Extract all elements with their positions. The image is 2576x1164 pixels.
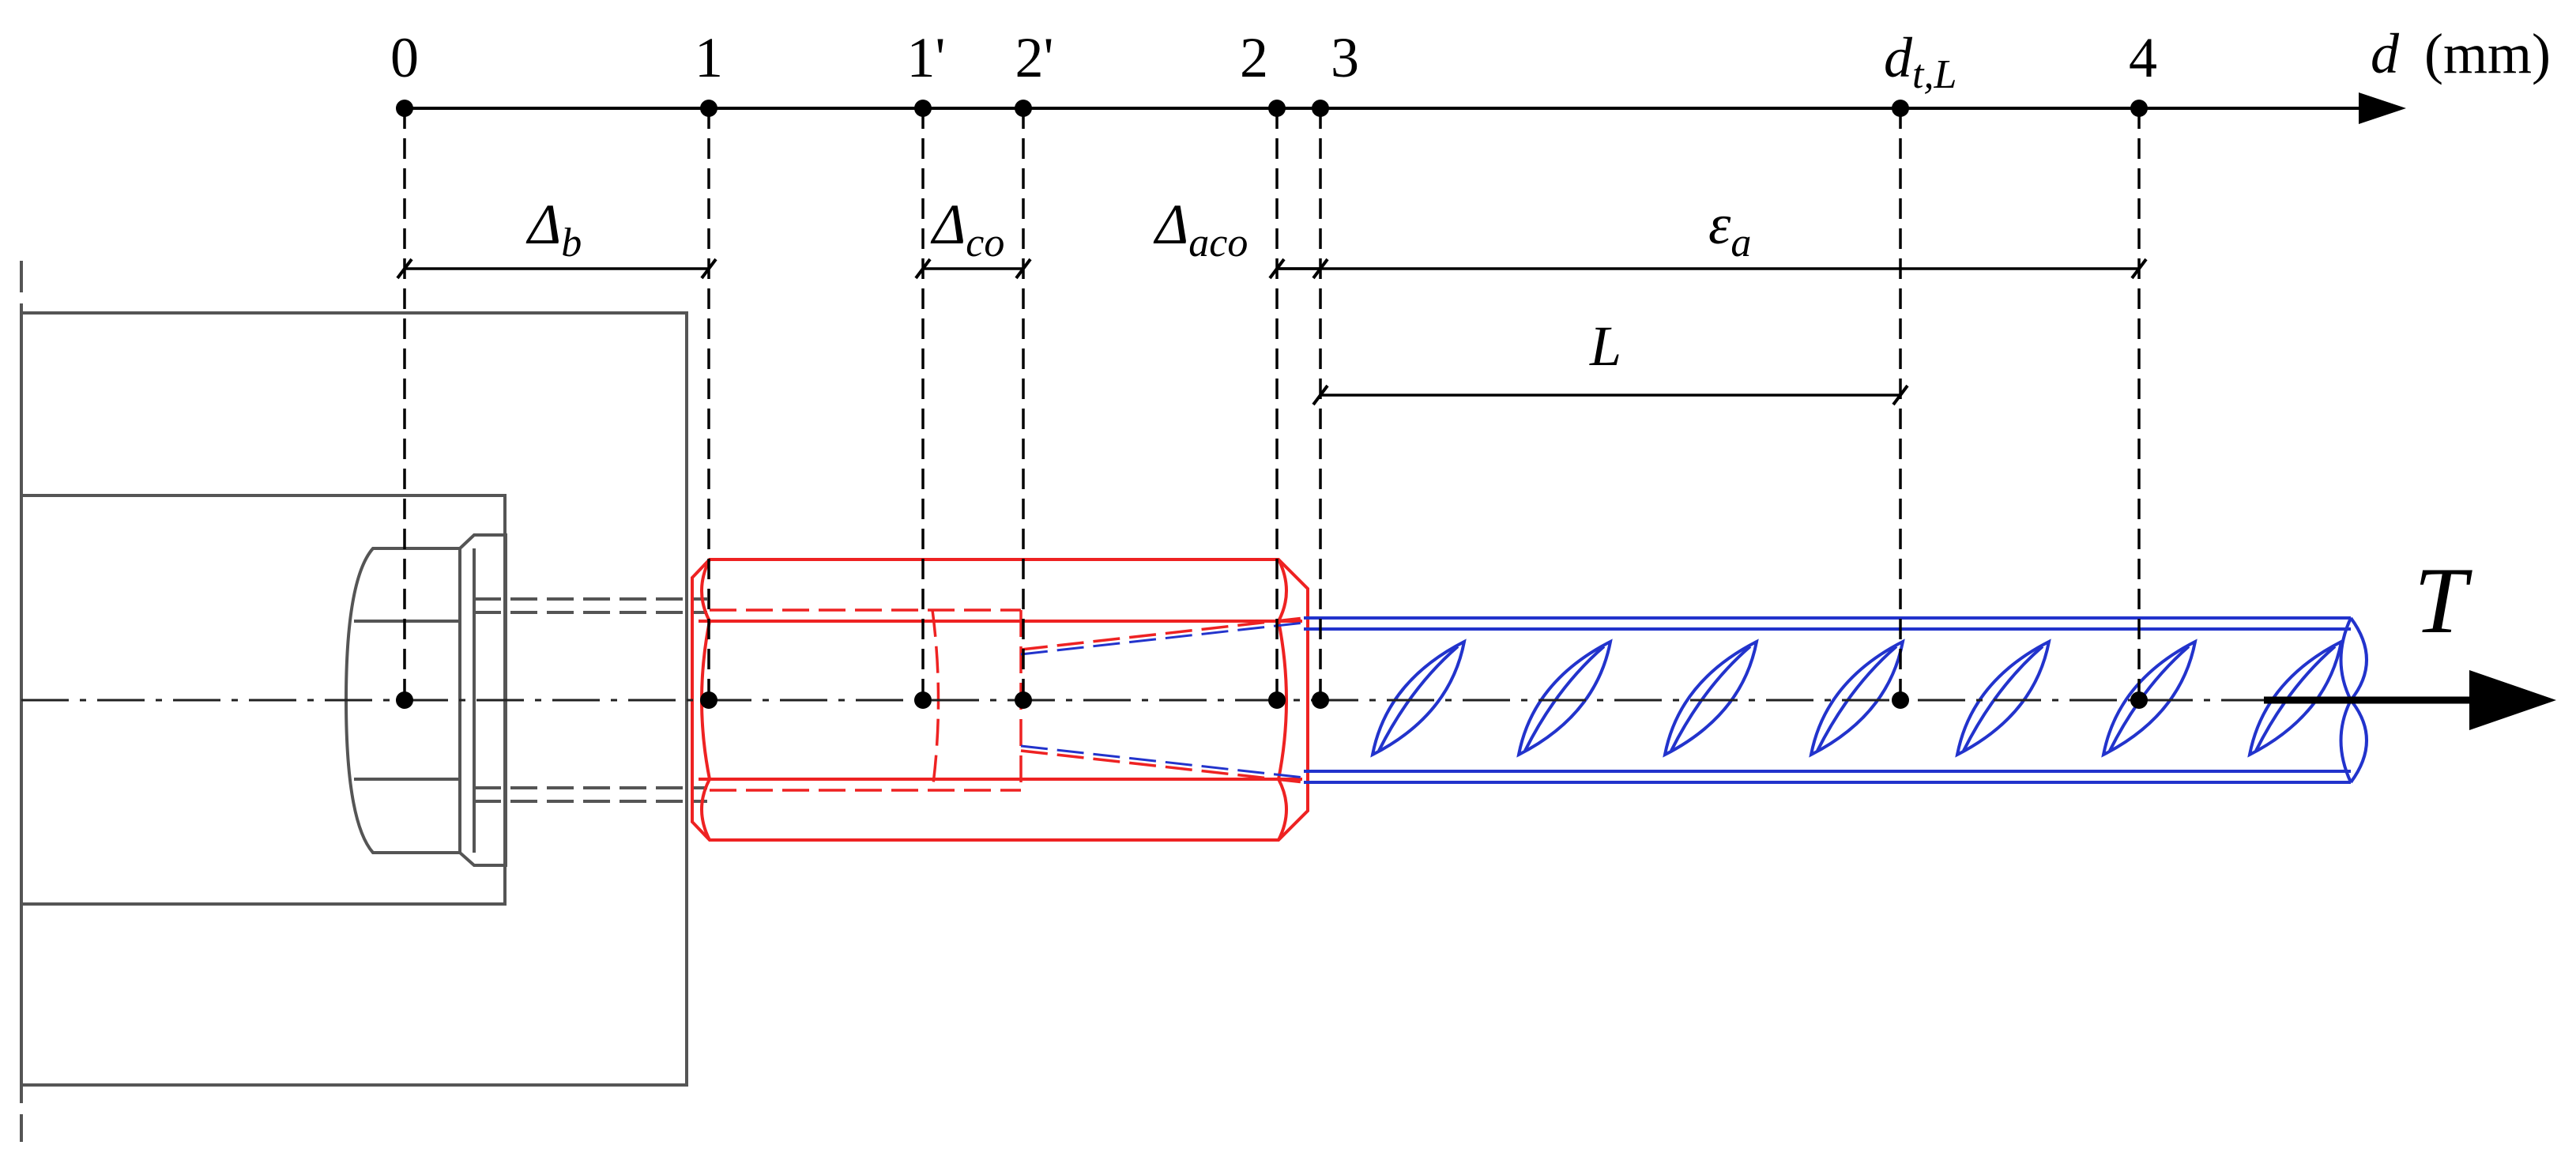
- axis-point-dtl: [1892, 100, 1909, 117]
- point-label-1: 1: [695, 26, 723, 89]
- point-label-3: 3: [1331, 26, 1359, 89]
- rebar-rib-inner: [1816, 645, 1898, 752]
- rebar-rib: [1516, 639, 1613, 758]
- rebar: [1304, 616, 2368, 784]
- dim-label-epsilon-a: εa: [1708, 193, 1751, 266]
- dimension-ticks: [396, 258, 2148, 406]
- dim-label-delta-b: Δb: [525, 193, 582, 266]
- rebar-rib-inner: [2254, 645, 2337, 752]
- point-label-2: 2: [1240, 26, 1268, 89]
- rebar-rib: [2247, 639, 2344, 758]
- axis-point-3: [1312, 100, 1329, 117]
- force-label: T: [2414, 548, 2472, 653]
- axis-arrow-head: [2359, 92, 2406, 124]
- dim-label-delta-aco: Δaco: [1153, 193, 1248, 266]
- point-label-dtl: dt,L: [1884, 26, 1956, 97]
- rebar-rib-inner: [1670, 645, 1752, 752]
- coupler: [691, 558, 1309, 842]
- rebar-rib: [1370, 639, 1467, 758]
- rebar-ribs: [1370, 639, 2344, 758]
- rebar-rib: [2101, 639, 2198, 758]
- axis-point-1-prime: [914, 100, 932, 117]
- rebar-rib-inner: [1377, 645, 1459, 752]
- point-labels: 0 1 1' 2' 2 3 4: [390, 26, 2157, 89]
- rebar-rib-inner: [2108, 645, 2190, 752]
- axis-point-2: [1268, 100, 1286, 117]
- point-label-2-prime: 2': [1015, 26, 1054, 89]
- rebar-rib-inner: [1962, 645, 2044, 752]
- axis-point-4: [2130, 100, 2148, 117]
- rebar-rib: [1663, 639, 1759, 758]
- axis-label: d (mm): [2371, 22, 2551, 85]
- rebar-rib: [1955, 639, 2051, 758]
- bolt-shank-hidden: [474, 597, 707, 803]
- rebar-rib-inner: [1523, 645, 1606, 752]
- axis-point-2-prime: [1015, 100, 1032, 117]
- point-label-1-prime: 1': [907, 26, 946, 89]
- point-label-4: 4: [2129, 26, 2157, 89]
- distance-axis: [403, 92, 2406, 124]
- dim-label-length-l: L: [1589, 315, 1621, 378]
- axis-point-1: [700, 100, 717, 117]
- point-label-0: 0: [390, 26, 419, 89]
- tension-force-arrow: [2264, 670, 2556, 730]
- axis-points: [396, 100, 2148, 117]
- axis-point-0: [396, 100, 413, 117]
- rebar-rib: [1809, 639, 1905, 758]
- dim-label-delta-co: Δco: [930, 193, 1004, 266]
- dimension-lines: [396, 258, 2148, 406]
- rebar-thread-hidden: [1020, 621, 1305, 779]
- bolt-head: [344, 547, 461, 854]
- projection-lines: [403, 108, 2141, 700]
- centre-points: [396, 691, 2148, 709]
